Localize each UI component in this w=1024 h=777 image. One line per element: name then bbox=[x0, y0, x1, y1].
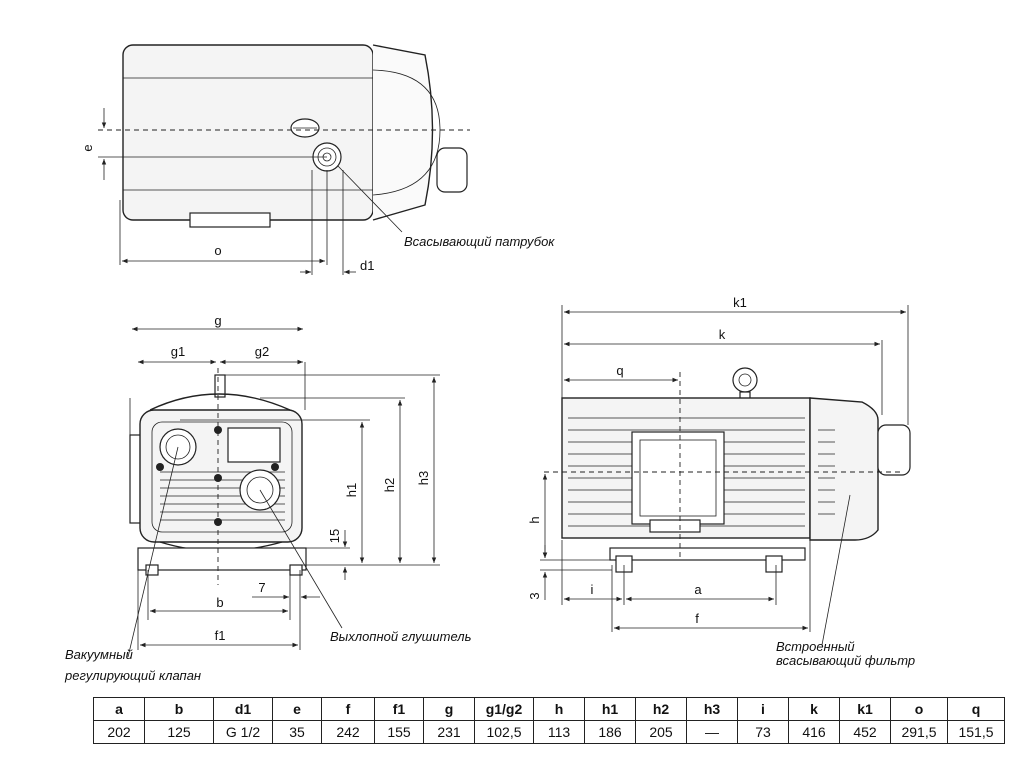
dim-label-3: 3 bbox=[527, 592, 542, 599]
dim-label-o: o bbox=[214, 243, 221, 258]
callout-exhaust-silencer: Выхлопной глушитель bbox=[330, 629, 472, 644]
dim-label-g1: g1 bbox=[171, 344, 185, 359]
table-header-cell: h2 bbox=[635, 697, 687, 721]
table-header-cell: q bbox=[947, 697, 1005, 721]
table-header-cell: h bbox=[533, 697, 585, 721]
dim-label-g2: g2 bbox=[255, 344, 269, 359]
table-cell: 125 bbox=[144, 720, 214, 744]
dimensions-table: a b d1 e f f1 g g1/g2 h h1 h2 h3 i k k1 … bbox=[93, 697, 1005, 744]
table-cell: 186 bbox=[584, 720, 636, 744]
table-cell: 73 bbox=[737, 720, 789, 744]
table-cell: 452 bbox=[839, 720, 891, 744]
table-header-row: a b d1 e f f1 g g1/g2 h h1 h2 h3 i k k1 … bbox=[93, 697, 1005, 721]
dim-label-h: h bbox=[527, 516, 542, 523]
dim-label-h3: h3 bbox=[416, 471, 431, 485]
callout-vacuum-valve-line1: Вакуумный bbox=[65, 647, 133, 662]
table-header-cell: f bbox=[321, 697, 375, 721]
table-cell: 291,5 bbox=[890, 720, 948, 744]
table-cell: 242 bbox=[321, 720, 375, 744]
table-cell: — bbox=[686, 720, 738, 744]
dim-label-f: f bbox=[695, 611, 699, 626]
callout-filter-line1: Встроенный bbox=[776, 639, 855, 654]
front-view: g g1 g2 h1 h2 h3 15 b 7 f1 Вакуумный рег… bbox=[64, 313, 472, 683]
table-cell: 35 bbox=[272, 720, 322, 744]
table-cell: 231 bbox=[423, 720, 475, 744]
table-cell: G 1/2 bbox=[213, 720, 273, 744]
table-header-cell: g1/g2 bbox=[474, 697, 534, 721]
dim-label-i: i bbox=[591, 582, 594, 597]
technical-drawing: e o d1 Всасывающий патрубок bbox=[64, 44, 915, 683]
table-cell: 202 bbox=[93, 720, 145, 744]
dim-label-b: b bbox=[216, 595, 223, 610]
table-header-cell: k1 bbox=[839, 697, 891, 721]
dim-label-g: g bbox=[214, 313, 221, 328]
table-row: 202 125 G 1/2 35 242 155 231 102,5 113 1… bbox=[93, 720, 1005, 744]
dim-label-k: k bbox=[719, 327, 726, 342]
callout-filter-line2: всасывающий фильтр bbox=[776, 653, 915, 668]
table-cell: 113 bbox=[533, 720, 585, 744]
table-cell: 155 bbox=[374, 720, 424, 744]
table-cell: 205 bbox=[635, 720, 687, 744]
table-cell: 416 bbox=[788, 720, 840, 744]
dim-label-h1: h1 bbox=[344, 483, 359, 497]
table-header-cell: o bbox=[890, 697, 948, 721]
top-view: e o d1 Всасывающий патрубок bbox=[80, 44, 555, 275]
table-header-cell: e bbox=[272, 697, 322, 721]
dim-label-h2: h2 bbox=[382, 478, 397, 492]
dim-label-7: 7 bbox=[258, 580, 265, 595]
dim-label-15: 15 bbox=[327, 529, 342, 543]
table-header-cell: d1 bbox=[213, 697, 273, 721]
table-cell: 102,5 bbox=[474, 720, 534, 744]
dim-label-e: e bbox=[80, 144, 95, 151]
side-view: k1 k q h 3 i a f Встроенный всасывающий … bbox=[527, 295, 915, 668]
dim-label-f1: f1 bbox=[215, 628, 226, 643]
callout-vacuum-valve-line2: регулирующий клапан bbox=[64, 668, 201, 683]
dim-label-k1: k1 bbox=[733, 295, 747, 310]
table-header-cell: i bbox=[737, 697, 789, 721]
callout-suction-port: Всасывающий патрубок bbox=[404, 234, 555, 249]
table-header-cell: h1 bbox=[584, 697, 636, 721]
table-header-cell: h3 bbox=[686, 697, 738, 721]
table-header-cell: f1 bbox=[374, 697, 424, 721]
table-header-cell: k bbox=[788, 697, 840, 721]
dim-label-q: q bbox=[616, 363, 623, 378]
table-header-cell: g bbox=[423, 697, 475, 721]
dim-label-a: a bbox=[694, 582, 702, 597]
table-header-cell: b bbox=[144, 697, 214, 721]
table-header-cell: a bbox=[93, 697, 145, 721]
table-cell: 151,5 bbox=[947, 720, 1005, 744]
dim-label-d1: d1 bbox=[360, 258, 374, 273]
